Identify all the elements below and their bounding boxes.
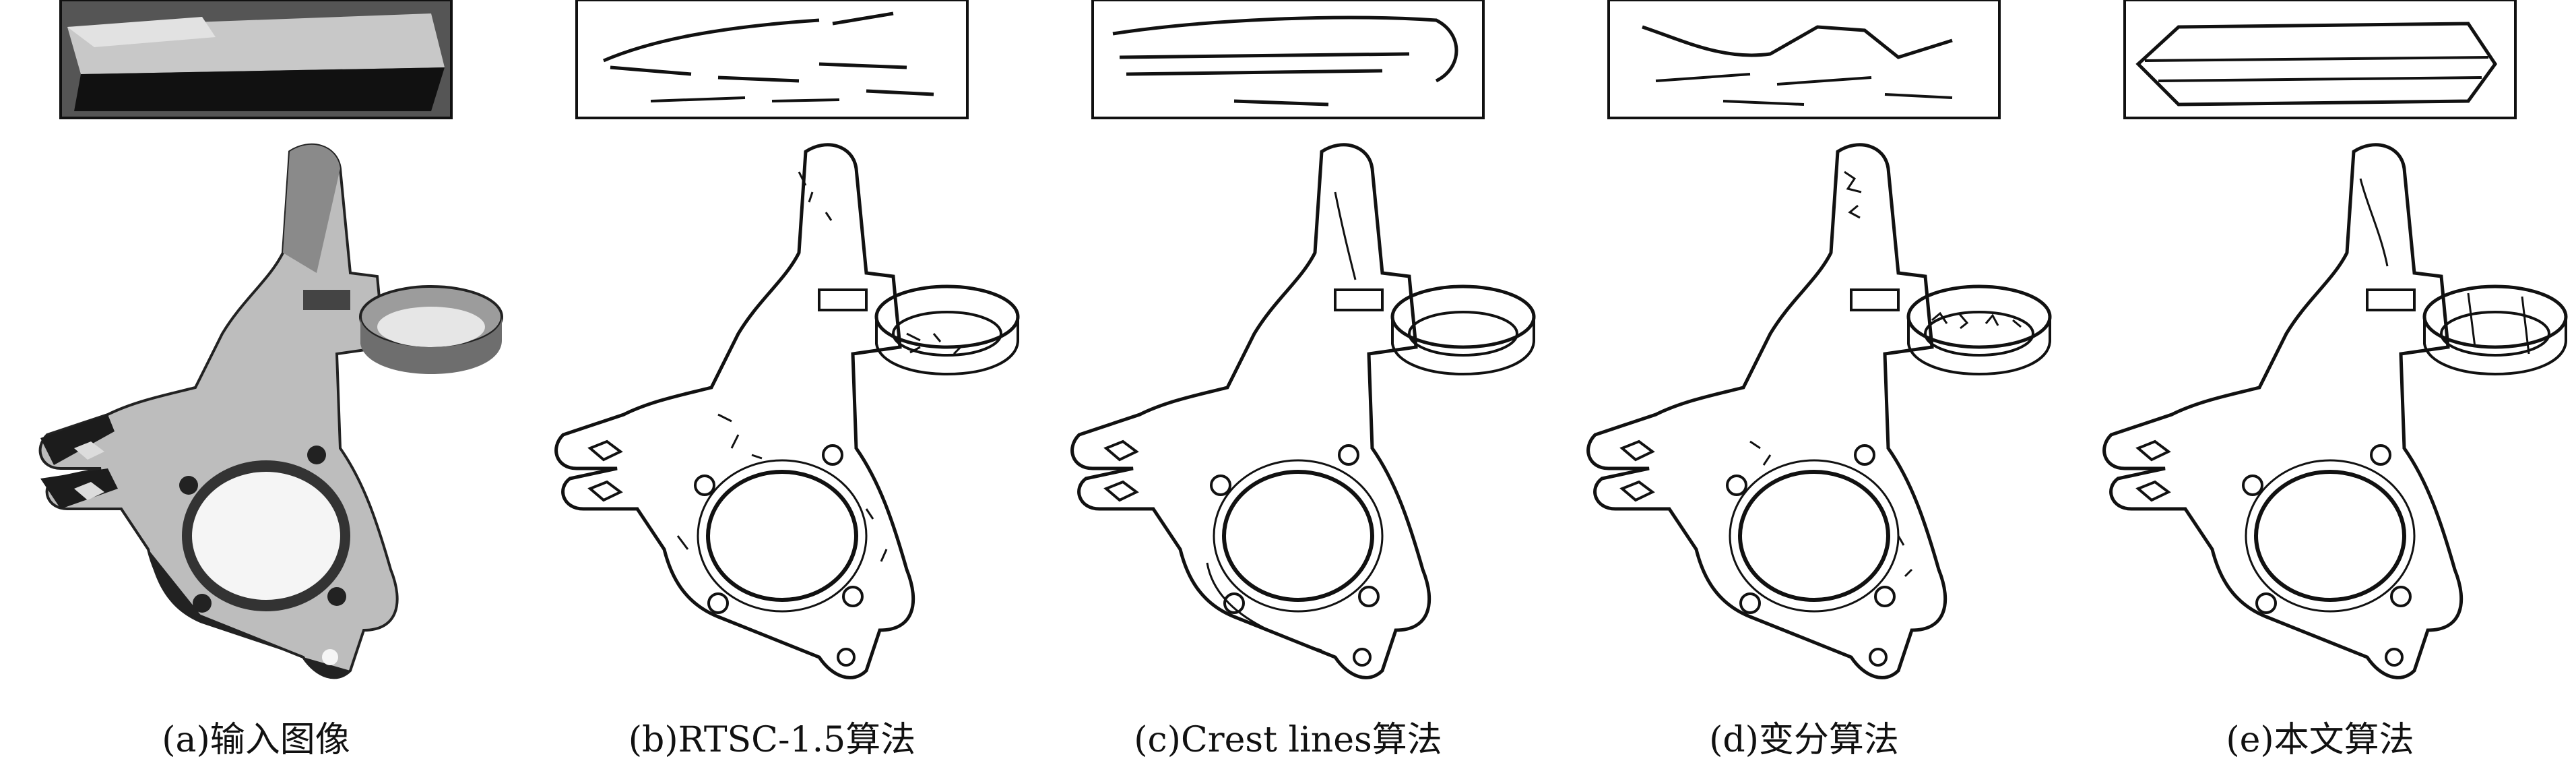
panel-c: (c)Crest lines算法	[1032, 0, 1544, 765]
panel-a: (a)输入图像	[0, 0, 512, 765]
panel-d-caption: (d)变分算法	[1709, 720, 1899, 760]
panel-c-inset	[1091, 0, 1485, 119]
panel-a-caption: (a)输入图像	[162, 720, 350, 760]
panel-e-caption: (e)本文算法	[2226, 720, 2414, 760]
panel-e-inset	[2123, 0, 2517, 119]
panel-b-inset	[575, 0, 969, 119]
panel-d: (d)变分算法	[1548, 0, 2060, 765]
panel-b: (b)RTSC-1.5算法	[516, 0, 1028, 765]
panel-d-render	[1548, 131, 2060, 691]
panel-b-caption: (b)RTSC-1.5算法	[628, 720, 916, 760]
panel-a-render	[38, 143, 503, 679]
panel-e-render	[2064, 131, 2576, 691]
panel-c-render	[1032, 131, 1544, 691]
panel-c-caption: (c)Crest lines算法	[1134, 720, 1442, 760]
panel-d-inset	[1607, 0, 2001, 119]
panel-b-render	[516, 131, 1028, 691]
panel-e: (e)本文算法	[2064, 0, 2576, 765]
panel-a-inset	[59, 0, 453, 119]
